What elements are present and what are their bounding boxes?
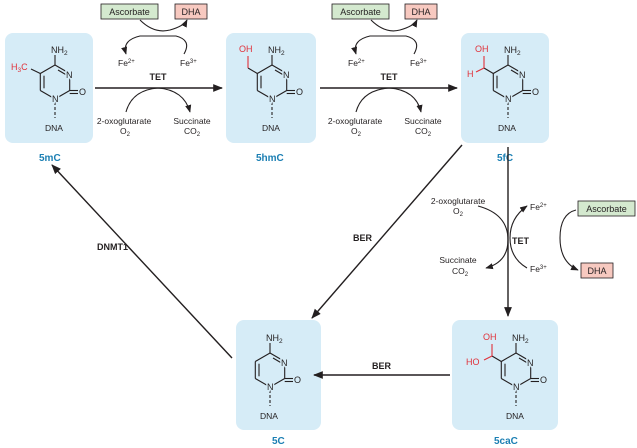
svg-text:O: O [294, 375, 301, 385]
svg-text:N: N [269, 94, 276, 104]
svg-text:O2: O2 [453, 206, 464, 218]
dha-box-3 [580, 262, 614, 279]
svg-text:O: O [79, 87, 86, 97]
dnmt1-arrow: DNMT1 [51, 164, 233, 359]
svg-text:H: H [467, 69, 474, 79]
ascorbate-box-3 [577, 200, 636, 217]
box-5C [236, 320, 321, 430]
svg-text:CO2: CO2 [415, 126, 432, 138]
svg-text:O: O [532, 87, 539, 97]
svg-text:Succinate: Succinate [173, 116, 211, 126]
svg-text:N: N [513, 382, 520, 392]
ascorbate-box-2 [331, 3, 390, 20]
label-5fC: 5fC [497, 153, 513, 164]
svg-text:DHA: DHA [181, 7, 200, 17]
molecule-5mC: NH2 N N O DNA H3C [11, 45, 86, 133]
svg-text:N: N [527, 358, 534, 368]
svg-text:Succinate: Succinate [404, 116, 442, 126]
dnmt1-label: DNMT1 [97, 242, 128, 252]
label-5caC: 5caC [494, 436, 518, 447]
svg-text:N: N [52, 94, 59, 104]
tet-step-3: 2-oxoglutarate O2 Succinate CO2 TET Fe2+… [431, 147, 636, 317]
svg-text:O2: O2 [351, 126, 362, 138]
svg-text:2-oxoglutarate: 2-oxoglutarate [328, 116, 383, 126]
dha-box-1 [174, 3, 208, 20]
label-5C: 5C [272, 436, 285, 447]
svg-text:Fe3+: Fe3+ [530, 264, 547, 274]
svg-text:DNA: DNA [260, 411, 278, 421]
svg-text:HO: HO [466, 357, 480, 367]
svg-text:N: N [66, 70, 73, 80]
ber-label-1: BER [353, 233, 373, 243]
svg-text:N: N [519, 70, 526, 80]
svg-text:OH: OH [483, 332, 497, 342]
svg-text:N: N [505, 94, 512, 104]
svg-text:Fe2+: Fe2+ [348, 58, 365, 68]
box-5fC [461, 33, 549, 143]
tet-step-1: Ascorbate DHA Fe2+ Fe3+ TET 2-oxoglutara… [95, 3, 223, 138]
svg-text:NH2: NH2 [504, 45, 521, 57]
label-5hmC: 5hmC [256, 153, 284, 164]
svg-text:DNA: DNA [506, 411, 524, 421]
svg-text:2-oxoglutarate: 2-oxoglutarate [97, 116, 152, 126]
svg-text:O2: O2 [120, 126, 131, 138]
svg-text:Ascorbate: Ascorbate [586, 204, 627, 214]
svg-text:Fe2+: Fe2+ [530, 202, 547, 212]
tet-label-1: TET [150, 72, 168, 82]
svg-text:OH: OH [475, 44, 489, 54]
ber-label-2: BER [372, 361, 392, 371]
svg-text:2-oxoglutarate: 2-oxoglutarate [431, 196, 486, 206]
svg-text:N: N [281, 358, 288, 368]
molecule-5hmC: OH NH2 N N O DNA [239, 44, 303, 133]
svg-text:O: O [296, 87, 303, 97]
svg-text:OH: OH [239, 44, 253, 54]
ber-horizontal: BER [313, 361, 450, 379]
svg-text:Succinate: Succinate [439, 255, 477, 265]
tet-label-3: TET [512, 236, 530, 246]
molecule-5caC: OH HO NH2 N N O DNA [466, 332, 547, 421]
svg-text:Fe2+: Fe2+ [118, 58, 135, 68]
svg-text:Ascorbate: Ascorbate [340, 7, 381, 17]
svg-text:H3C: H3C [11, 62, 28, 74]
svg-text:N: N [283, 70, 290, 80]
svg-text:DNA: DNA [45, 123, 63, 133]
svg-text:NH2: NH2 [268, 45, 285, 57]
svg-text:N: N [267, 382, 274, 392]
svg-text:Fe3+: Fe3+ [410, 58, 427, 68]
svg-text:Fe3+: Fe3+ [180, 58, 197, 68]
tet-label-2: TET [381, 72, 399, 82]
svg-text:DHA: DHA [587, 266, 606, 276]
molecule-5fC: OH H NH2 N N O DNA [467, 44, 539, 133]
svg-text:CO2: CO2 [452, 266, 469, 278]
svg-text:Ascorbate: Ascorbate [109, 7, 150, 17]
box-5mC [5, 33, 93, 143]
label-5mC: 5mC [39, 153, 61, 164]
svg-text:DNA: DNA [262, 123, 280, 133]
svg-text:NH2: NH2 [51, 45, 68, 57]
svg-text:DNA: DNA [498, 123, 516, 133]
ascorbate-box-1 [100, 3, 159, 20]
dha-box-2 [404, 3, 438, 20]
svg-text:DHA: DHA [411, 7, 430, 17]
svg-text:O: O [540, 375, 547, 385]
tet-step-2: Ascorbate DHA Fe2+ Fe3+ TET 2-oxoglutara… [320, 3, 458, 138]
svg-text:NH2: NH2 [512, 333, 529, 345]
svg-text:CO2: CO2 [184, 126, 201, 138]
svg-text:NH2: NH2 [266, 333, 283, 345]
molecule-5C: NH2 N N O DNA [254, 333, 301, 421]
ber-diagonal: BER [311, 144, 463, 319]
